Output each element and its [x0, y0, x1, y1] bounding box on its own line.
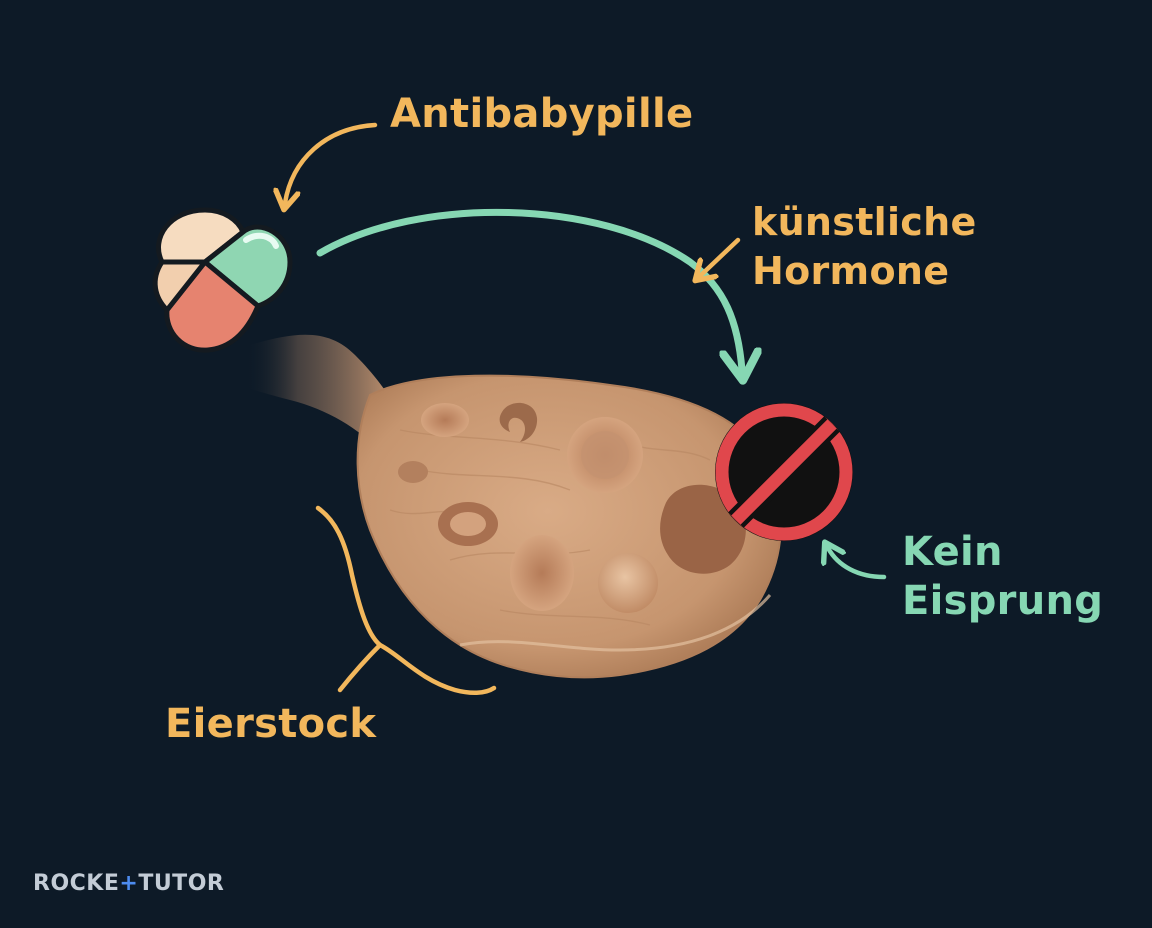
follicle [581, 431, 629, 479]
follicle [598, 553, 658, 613]
hormones-label-arrow [700, 237, 741, 276]
pill-label: Antibabypille [390, 91, 694, 137]
hormones-label: künstliche Hormone [752, 198, 977, 295]
ovary-stalk [245, 334, 395, 455]
follicle [398, 461, 428, 483]
pill-label-arrow [285, 122, 378, 203]
brand-accent2: O [187, 871, 207, 896]
follicle-large [660, 484, 746, 574]
hormone-flow-arrow [316, 208, 742, 370]
pill-cream-piece-lower [152, 259, 208, 313]
four-piece-pill-icon [152, 207, 293, 353]
ovary-illustration [245, 334, 782, 679]
ovary-brace-tick [337, 642, 383, 693]
brand-logo: ROCKE+TUTOR [33, 871, 224, 896]
no-ovulation-label-line2: Eisprung [902, 577, 1104, 624]
follicle [450, 512, 486, 536]
brand-part3: R [206, 871, 225, 896]
follicle [510, 535, 574, 611]
prohibition-icon [715, 403, 853, 541]
hormones-label-line2: Hormone [752, 248, 950, 293]
brand-part2: TUT [138, 871, 188, 896]
no-ovulation-label-arrow [828, 548, 887, 580]
follicle [421, 403, 469, 437]
no-ovulation-label: Kein Eisprung [902, 528, 1103, 626]
pill-highlight [243, 232, 279, 249]
no-ovulation-label-line1: Kein [902, 529, 1003, 575]
pill-cream-piece [156, 207, 246, 265]
ovary-label: Eierstock [165, 701, 377, 747]
ovary-cut-edge [459, 594, 772, 652]
follicle [499, 402, 538, 442]
brand-part1: ROCKE [33, 871, 120, 896]
hormones-label-line1: künstliche [752, 200, 977, 244]
brand-accent: + [119, 871, 139, 896]
pill-green-piece [202, 224, 293, 309]
